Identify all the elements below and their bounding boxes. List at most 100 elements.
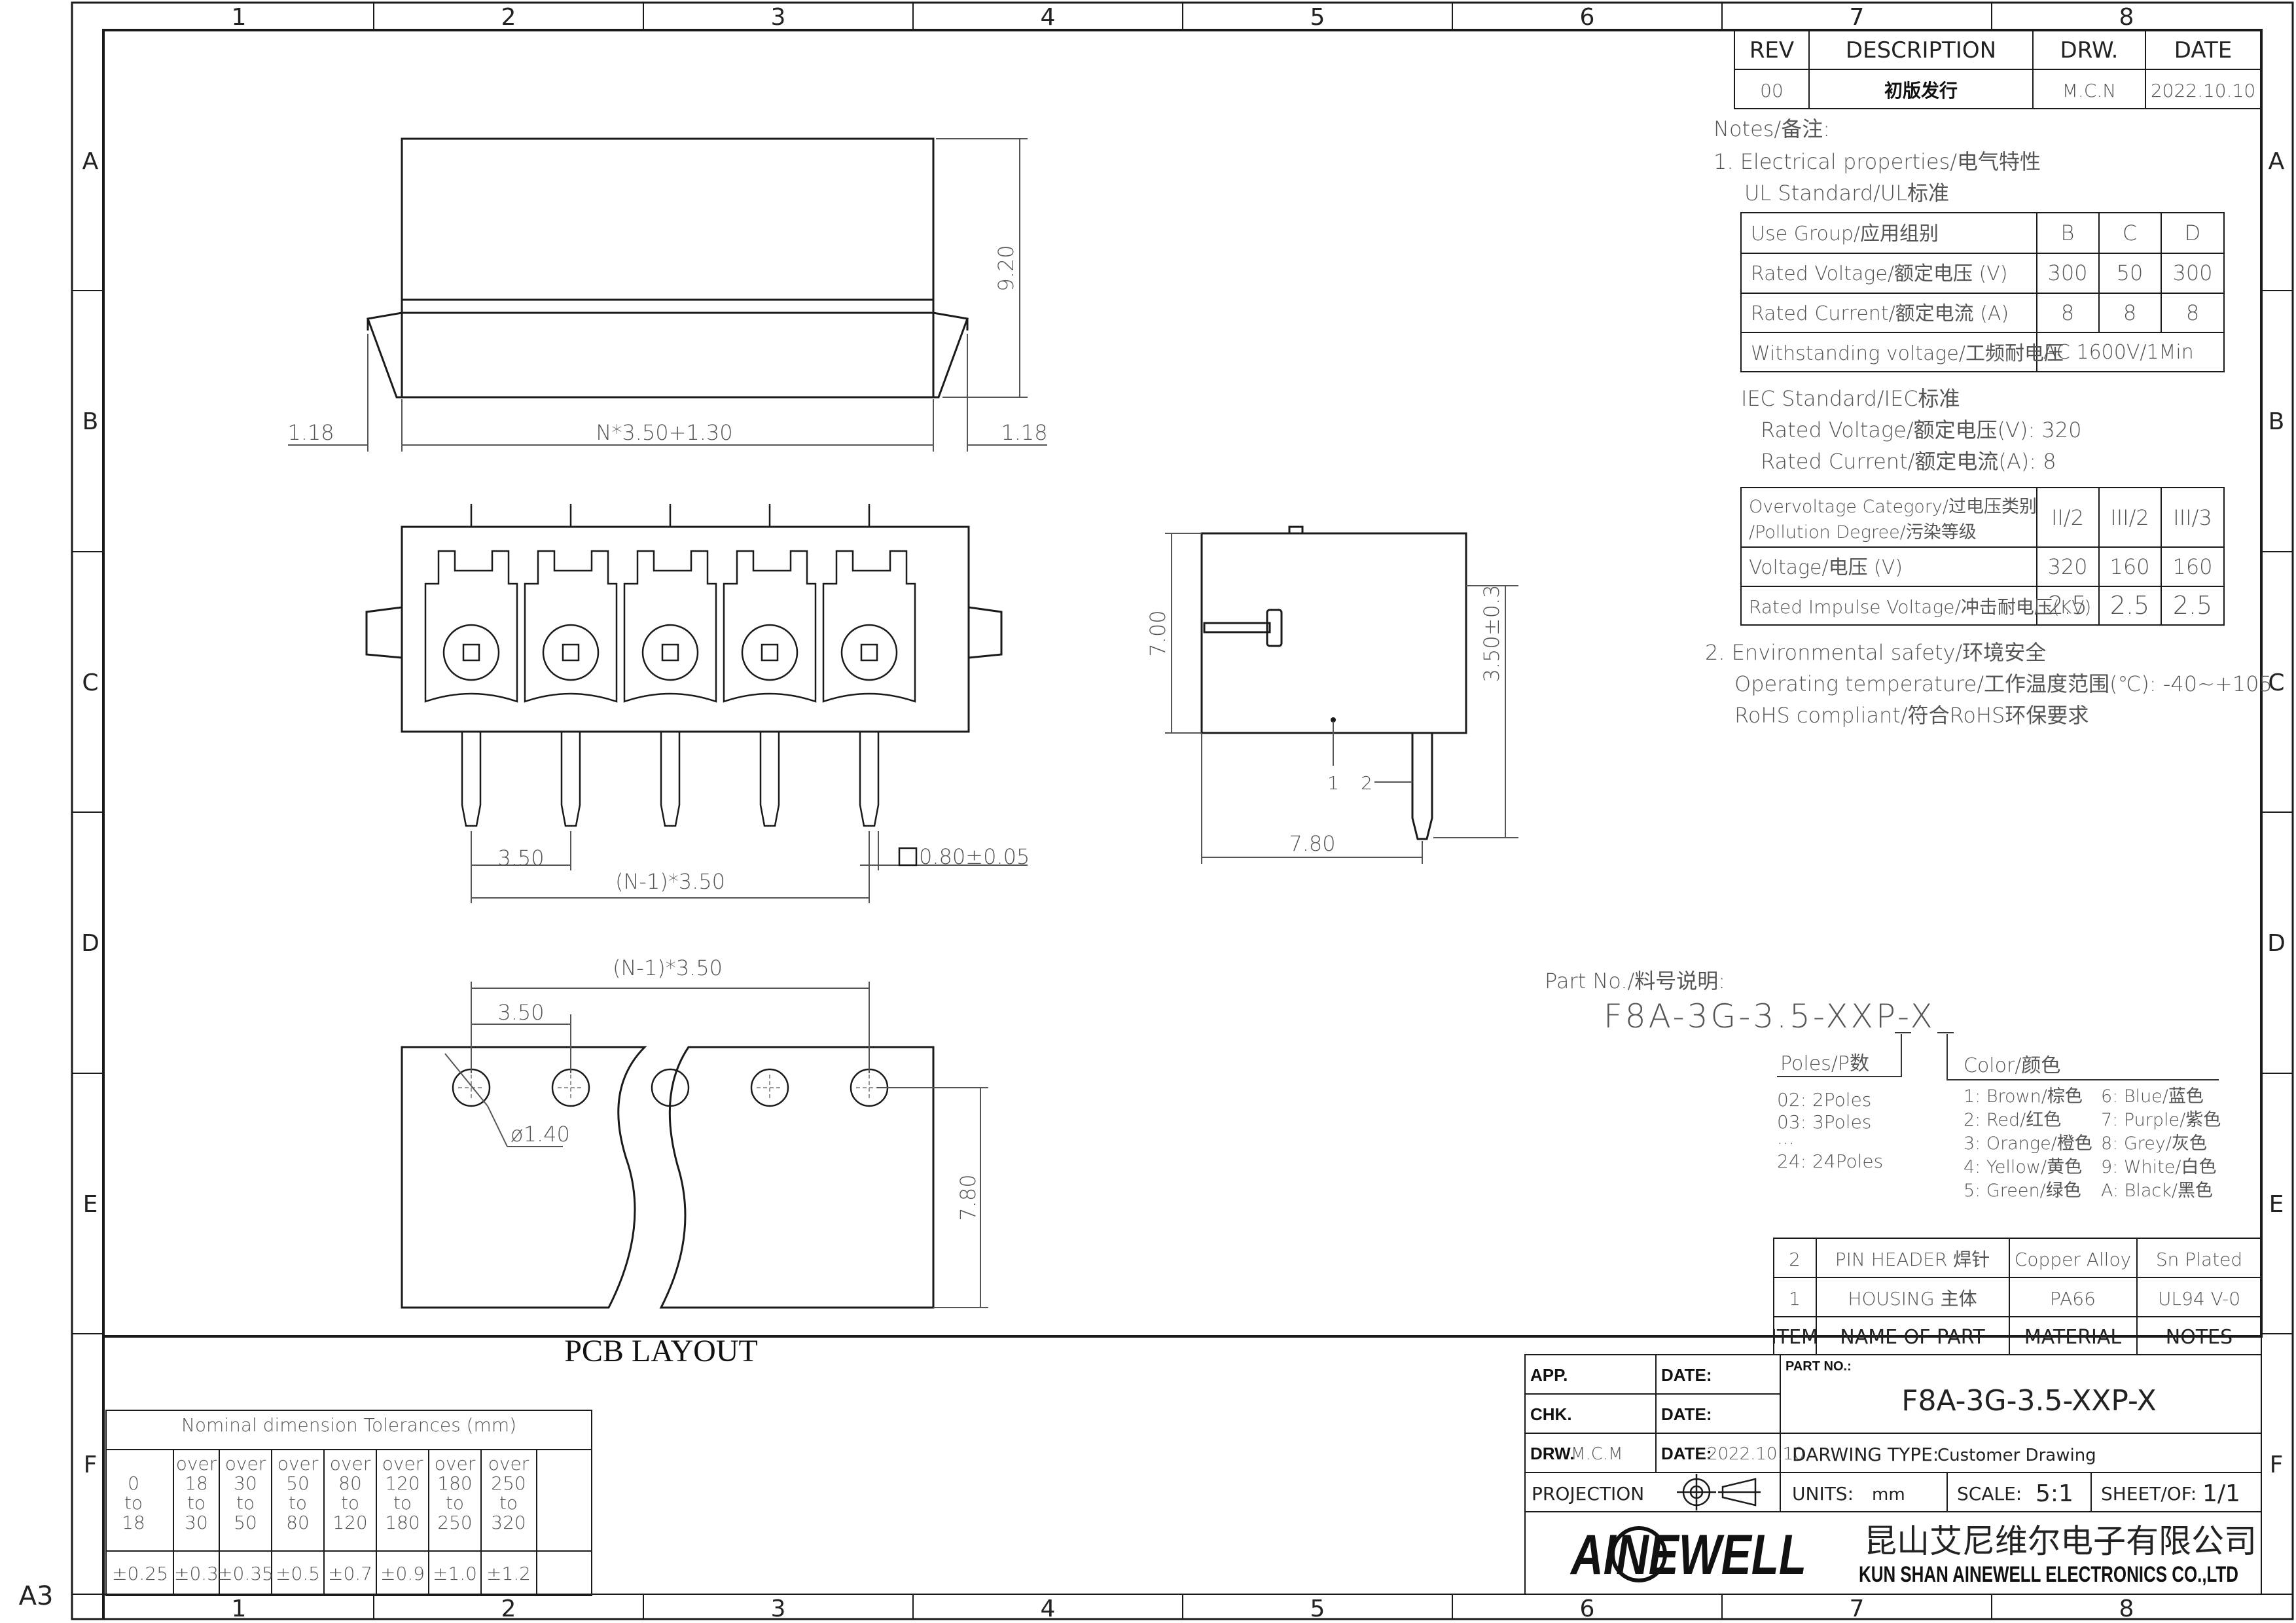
tol-range: 18: [185, 1472, 208, 1494]
tol-range: 180: [437, 1472, 472, 1494]
rev-header: DATE: [2174, 37, 2232, 63]
bom-material: PA66: [2050, 1288, 2096, 1310]
col-label: 5: [1310, 4, 1325, 31]
tol-range: 120: [385, 1472, 420, 1494]
tol-range: to: [499, 1492, 518, 1514]
col-label: 3: [771, 1596, 786, 1622]
rev-header: DESCRIPTION: [1846, 37, 1996, 63]
ul-row-label: Withstanding voltage/工频耐电压: [1751, 342, 2064, 365]
ul-cell: 50: [2117, 260, 2144, 285]
dim-side-pin: 3.50±0.3: [1479, 585, 1504, 683]
bom-header: NOTES: [2166, 1326, 2233, 1349]
tol-range: over: [176, 1453, 217, 1474]
tb-date-value: 2022.10.10: [1707, 1444, 1804, 1464]
iec-row-label: Voltage/电压 (V): [1749, 556, 1903, 579]
tol-range: over: [225, 1453, 266, 1474]
tb-app: APP.: [1530, 1365, 1568, 1385]
tol-range: 250: [437, 1512, 472, 1533]
tb-drawing-type: Customer Drawing: [1937, 1446, 2096, 1465]
notes-environment: 2. Environmental safety/环境安全: [1705, 640, 2046, 665]
poles-item: 03: 3Poles: [1777, 1111, 1871, 1133]
tol-range: over: [278, 1453, 319, 1474]
poles-item: 24: 24Poles: [1777, 1150, 1883, 1172]
tb-drawing-type-label: DARWING TYPE:: [1792, 1444, 1939, 1465]
tol-value: ±0.25: [112, 1563, 168, 1584]
top-view: 9.20 1.18 N*3.50+1.30 1.18: [287, 137, 1048, 452]
tol-range: to: [289, 1492, 307, 1514]
tol-range: to: [446, 1492, 464, 1514]
tb-chk: CHK.: [1530, 1404, 1572, 1424]
color-item: 5: Green/绿色: [1964, 1181, 2081, 1201]
tb-units-label: UNITS:: [1792, 1483, 1854, 1505]
bom-item: 2: [1789, 1249, 1801, 1270]
notes-iec-voltage: Rated Voltage/额定电压(V): 320: [1761, 418, 2081, 442]
tol-range: 250: [491, 1472, 526, 1494]
front-view: 3.50 (N-1)*3.50 0.80±0.05: [365, 504, 1030, 903]
side-callout-1: 1: [1327, 772, 1339, 794]
iec-category-line2: /Pollution Degree/污染等级: [1749, 522, 1977, 543]
iec-cell: III/2: [2110, 505, 2149, 530]
tb-sheet: 1/1: [2202, 1480, 2240, 1507]
tol-range: 320: [491, 1512, 526, 1533]
tolerance-table: Nominal dimension Tolerances (mm) 0 to 1…: [105, 1410, 592, 1596]
dim-side-height: 7.00: [1145, 610, 1170, 656]
tol-range: 120: [332, 1512, 367, 1533]
dim-pcb-pitch: 3.50: [497, 1000, 544, 1025]
dim-top-width: N*3.50+1.30: [596, 420, 732, 445]
bom-notes: Sn Plated: [2156, 1249, 2242, 1270]
pcb-layout-title: PCB LAYOUT: [564, 1334, 758, 1368]
tol-range: 80: [286, 1512, 310, 1533]
notes: Notes/备注: 1. Electrical properties/电气特性 …: [1705, 116, 2272, 728]
tol-range: to: [341, 1492, 359, 1514]
notes-temperature: Operating temperature/工作温度范围(℃): -40~+10…: [1734, 671, 2272, 696]
notes-ul-standard: UL Standard/UL标准: [1744, 181, 1949, 205]
tol-value: ±0.9: [380, 1563, 425, 1584]
bom-table: 2 PIN HEADER 焊针 Copper Alloy Sn Plated 1…: [1771, 1238, 2262, 1355]
tb-projection-label: PROJECTION: [1532, 1483, 1644, 1505]
bom-item: 1: [1789, 1288, 1801, 1310]
col-label: 4: [1041, 4, 1056, 31]
part-no-label: Part No./料号说明:: [1545, 969, 1725, 993]
col-label: 8: [2119, 1596, 2134, 1622]
logo-ring-icon: [1611, 1526, 1667, 1582]
notes-iec-standard: IEC Standard/IEC标准: [1741, 386, 1960, 411]
rev-header: REV: [1749, 37, 1794, 63]
row-label: C: [82, 669, 98, 696]
color-item: A: Black/黑色: [2101, 1181, 2213, 1201]
tb-part-no: F8A-3G-3.5-XXP-X: [1901, 1384, 2157, 1418]
col-label: 3: [771, 4, 786, 31]
row-label: E: [2269, 1191, 2284, 1218]
tol-range: 30: [234, 1472, 257, 1494]
tb-date-label: DATE:: [1661, 1404, 1712, 1424]
col-label: 7: [1850, 1596, 1865, 1622]
col-label: 6: [1580, 4, 1595, 31]
part-number-legend: Part No./料号说明: F8A-3G-3.5-XXP-X Poles/P数…: [1545, 969, 2221, 1201]
col-label: 2: [501, 4, 516, 31]
iec-cell: 320: [2047, 554, 2087, 579]
notes-electrical: 1. Electrical properties/电气特性: [1713, 149, 2041, 174]
tol-range: 30: [185, 1512, 208, 1533]
tol-range: to: [124, 1492, 143, 1514]
tb-drw-value: M.C.M: [1571, 1444, 1623, 1464]
row-label: B: [82, 408, 99, 435]
ul-cell: B: [2061, 221, 2075, 245]
ul-cell: 8: [2123, 300, 2136, 325]
company-name-cn: 昆山艾尼维尔电子有限公司: [1864, 1522, 2257, 1560]
color-item: 3: Orange/橙色: [1964, 1133, 2092, 1154]
ul-cell: 300: [2172, 260, 2212, 285]
row-label: B: [2269, 408, 2285, 435]
company-name-en: KUN SHAN AINEWELL ELECTRONICS CO.,LTD: [1859, 1562, 2238, 1587]
side-callout-2: 2: [1361, 772, 1372, 794]
dim-pcb-height: 7.80: [956, 1174, 980, 1221]
bom-header: NAME OF PART: [1840, 1326, 1985, 1349]
tol-value: ±0.5: [276, 1563, 320, 1584]
bom-header: ITEM: [1771, 1326, 1818, 1349]
dim-pcb-span: (N-1)*3.50: [613, 955, 723, 980]
tol-value: ±0.7: [328, 1563, 372, 1584]
col-label: 7: [1850, 4, 1865, 31]
dim-side-depth: 7.80: [1289, 831, 1335, 856]
tol-range: 50: [234, 1512, 257, 1533]
tol-range: over: [435, 1453, 476, 1474]
square-pin-icon: [898, 847, 918, 866]
col-label: 5: [1310, 1596, 1325, 1622]
